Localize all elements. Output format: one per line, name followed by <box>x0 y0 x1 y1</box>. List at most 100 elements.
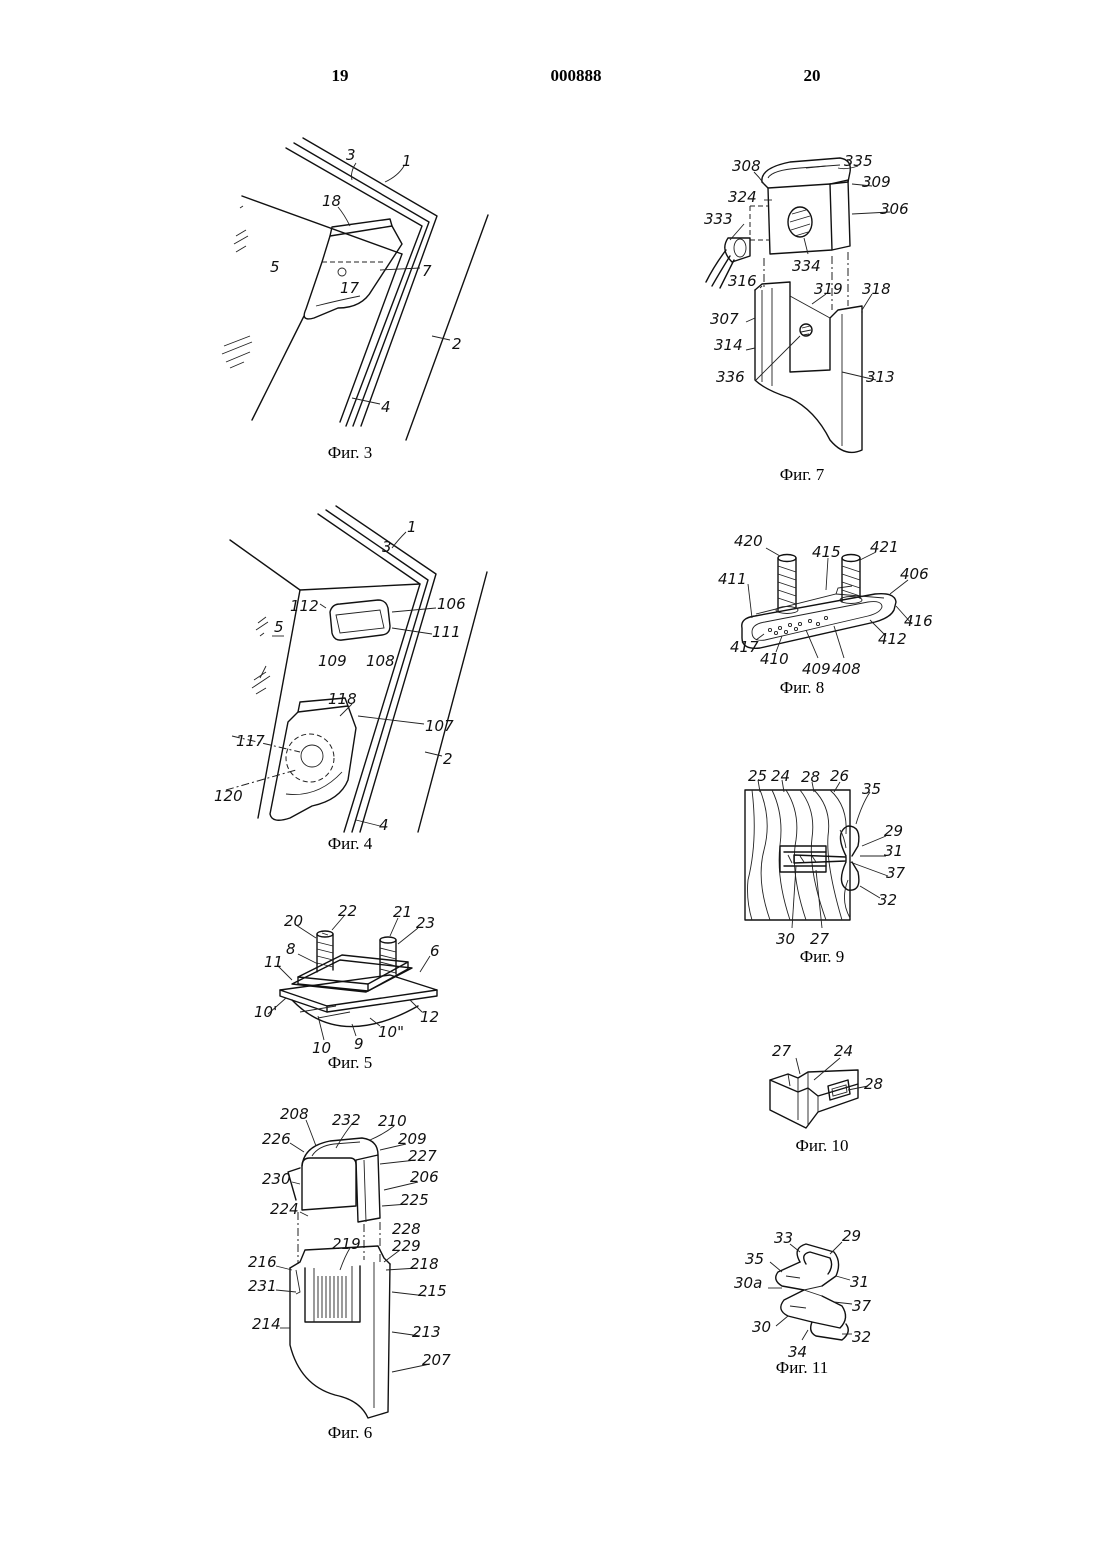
figure-caption: Фиг. 8 <box>780 678 825 697</box>
fig6-ref-label: 210 <box>378 1112 407 1130</box>
figure-caption: Фиг. 3 <box>328 443 373 462</box>
fig4-ref-label: 107 <box>425 717 454 735</box>
fig5-ref-label: 21 <box>393 903 412 921</box>
figure-6: 208 232 210 226 209 227 230 206 225 224 … <box>248 1105 451 1442</box>
figure-8: 420 415 421 411 406 416 412 417 410 409 … <box>718 532 933 697</box>
fig3-ref-label: 5 <box>270 258 280 276</box>
page-number-left: 19 <box>332 66 349 85</box>
fig8-ref-label: 410 <box>760 650 789 668</box>
fig11-ref-label: 29 <box>842 1227 861 1245</box>
page-number-right: 20 <box>804 66 821 85</box>
fig7-ref-label: 334 <box>792 257 821 275</box>
fig4-ref-label: 3 <box>382 538 392 556</box>
fig6-ref-label: 229 <box>392 1237 421 1255</box>
fig6-ref-label: 213 <box>412 1323 441 1341</box>
fig4-ref-label: 111 <box>432 623 461 641</box>
fig9-ref-label: 30 <box>776 930 795 948</box>
fig10-ref-label: 27 <box>772 1042 792 1060</box>
fig4-ref-label: 4 <box>379 816 389 834</box>
fig6-ref-label: 208 <box>280 1105 309 1123</box>
fig9-ref-label: 28 <box>801 768 820 786</box>
fig6-ref-label: 214 <box>252 1315 281 1333</box>
fig7-ref-label: 333 <box>704 210 733 228</box>
fig6-ref-label: 226 <box>262 1130 291 1148</box>
fig8-ref-label: 409 <box>802 660 831 678</box>
fig8-ref-label: 415 <box>812 543 841 561</box>
fig6-ref-label: 224 <box>270 1200 299 1218</box>
fig7-ref-label: 324 <box>728 188 757 206</box>
fig8-ref-label: 417 <box>730 638 759 656</box>
page-header: 19 000888 20 <box>332 66 821 85</box>
figure-11-drawing <box>768 1242 852 1340</box>
fig5-ref-label: 9 <box>354 1035 364 1053</box>
fig7-ref-label: 319 <box>814 280 843 298</box>
fig6-ref-label: 207 <box>422 1351 451 1369</box>
fig7-ref-label: 316 <box>728 272 757 290</box>
fig11-ref-label: 32 <box>852 1328 871 1346</box>
fig9-ref-label: 24 <box>771 767 790 785</box>
fig6-ref-label: 206 <box>410 1168 439 1186</box>
fig5-ref-label: 11 <box>264 953 283 971</box>
fig3-ref-label: 17 <box>340 279 360 297</box>
fig6-ref-label: 225 <box>400 1191 429 1209</box>
fig3-ref-label: 1 <box>402 152 412 170</box>
fig4-ref-label: 106 <box>437 595 466 613</box>
fig5-ref-label: 20 <box>284 912 303 930</box>
fig8-ref-label: 408 <box>832 660 861 678</box>
fig4-ref-label: 118 <box>328 690 357 708</box>
fig9-ref-label: 32 <box>878 891 897 909</box>
fig8-ref-label: 406 <box>900 565 929 583</box>
fig6-ref-label: 227 <box>408 1147 437 1165</box>
fig7-ref-label: 336 <box>716 368 745 386</box>
fig7-ref-label: 313 <box>866 368 895 386</box>
fig4-ref-label: 2 <box>443 750 453 768</box>
fig7-ref-label: 307 <box>710 310 739 328</box>
figure-caption: Фиг. 4 <box>328 834 373 853</box>
figure-5-drawing <box>268 916 437 1040</box>
fig5-ref-label: 8 <box>286 940 296 958</box>
fig4-ref-label: 1 <box>407 518 417 536</box>
fig8-ref-label: 416 <box>904 612 933 630</box>
fig6-ref-label: 232 <box>332 1111 361 1129</box>
fig6-ref-label: 230 <box>262 1170 291 1188</box>
figure-3: 3 1 18 5 7 17 2 4 Фиг. 3 <box>222 138 488 462</box>
fig3-ref-label: 2 <box>452 335 462 353</box>
fig11-ref-label: 30 <box>752 1318 771 1336</box>
fig6-ref-label: 218 <box>410 1255 439 1273</box>
fig4-ref-label: 108 <box>366 652 395 670</box>
figure-caption: Фиг. 9 <box>800 947 845 966</box>
fig8-ref-label: 420 <box>734 532 763 550</box>
fig6-ref-label: 209 <box>398 1130 427 1148</box>
fig6-ref-label: 216 <box>248 1253 277 1271</box>
fig5-ref-label: 10" <box>378 1023 404 1041</box>
fig11-ref-label: 37 <box>852 1297 872 1315</box>
fig9-ref-label: 35 <box>862 780 881 798</box>
figure-11: 33 29 35 31 30a 37 30 32 34 Фиг. 11 <box>734 1227 872 1377</box>
fig7-ref-label: 318 <box>862 280 891 298</box>
figure-caption: Фиг. 10 <box>795 1136 848 1155</box>
figure-caption: Фиг. 5 <box>328 1053 373 1072</box>
document-number: 000888 <box>551 66 602 85</box>
fig6-ref-label: 228 <box>392 1220 421 1238</box>
fig11-ref-label: 31 <box>850 1273 869 1291</box>
fig6-ref-label: 219 <box>332 1235 361 1253</box>
figure-6-drawing <box>276 1120 430 1418</box>
fig7-ref-label: 308 <box>732 157 761 175</box>
fig10-ref-label: 24 <box>834 1042 853 1060</box>
figure-10-drawing <box>770 1058 868 1128</box>
fig4-ref-label: 5 <box>274 618 284 636</box>
fig11-ref-label: 33 <box>774 1229 793 1247</box>
fig3-ref-label: 18 <box>322 192 341 210</box>
fig3-ref-label: 4 <box>381 398 391 416</box>
fig9-ref-label: 29 <box>884 822 903 840</box>
figure-9: 25 24 28 26 35 29 31 37 32 30 27 Фиг. 9 <box>745 767 906 966</box>
fig9-ref-label: 27 <box>810 930 830 948</box>
fig8-ref-label: 421 <box>870 538 899 556</box>
fig5-ref-label: 22 <box>338 902 357 920</box>
figure-7: 308 335 309 324 306 333 334 316 319 318 … <box>704 152 909 484</box>
fig10-ref-label: 28 <box>864 1075 883 1093</box>
fig8-ref-label: 412 <box>878 630 907 648</box>
figure-9-drawing <box>745 780 888 928</box>
fig8-ref-label: 411 <box>718 570 747 588</box>
